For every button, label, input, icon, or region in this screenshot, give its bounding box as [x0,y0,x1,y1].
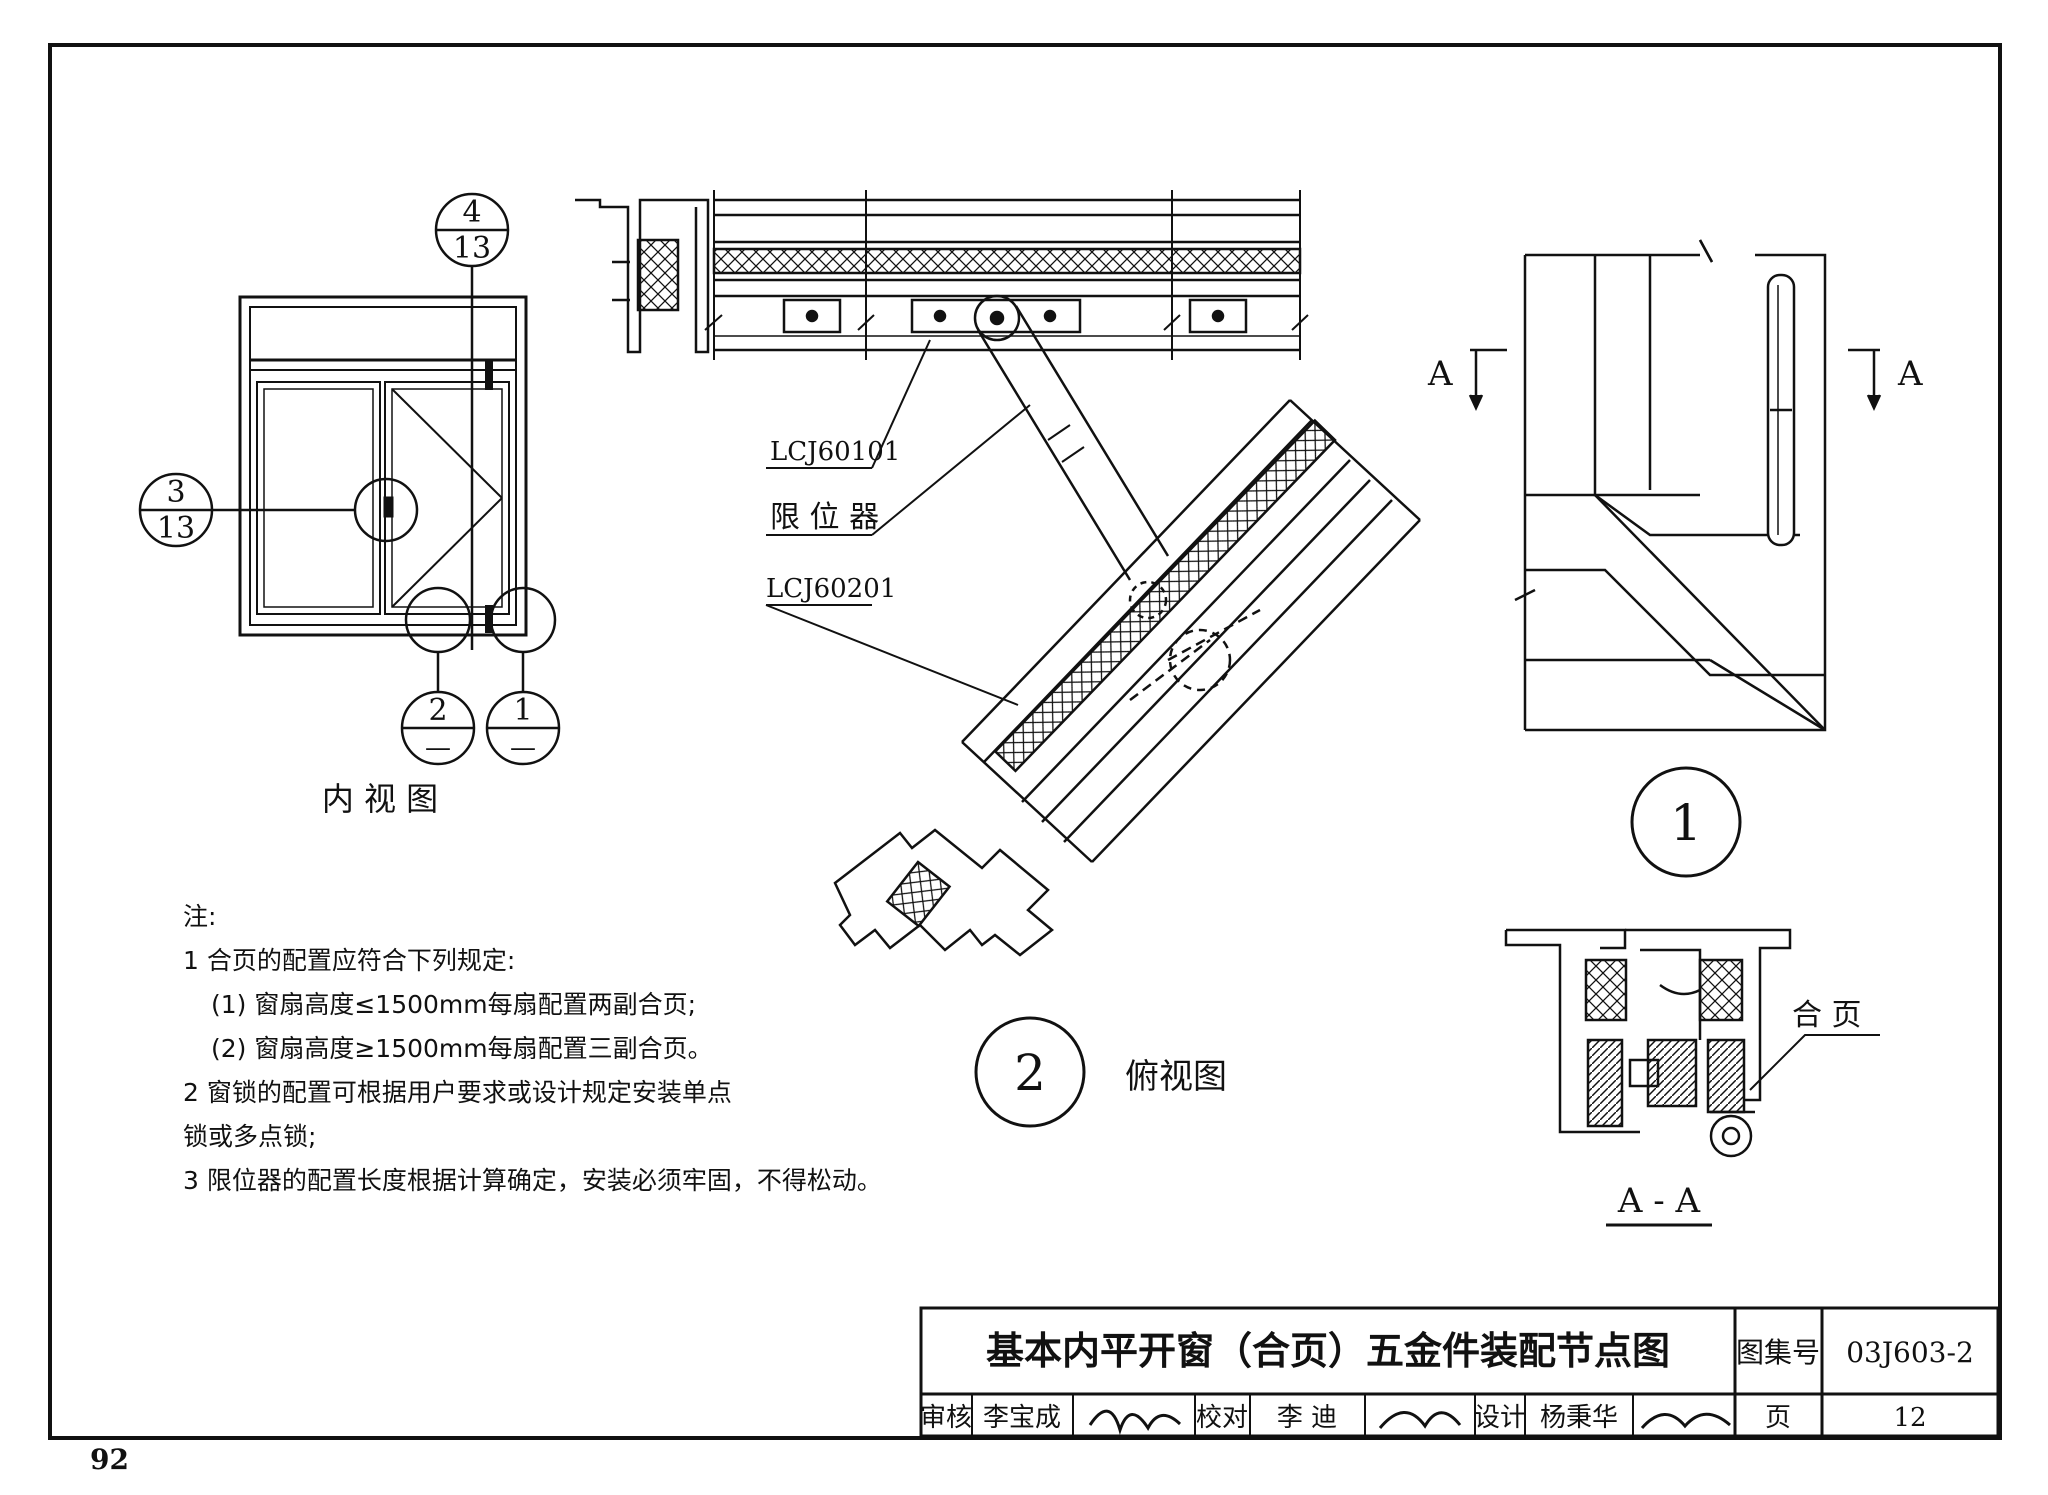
callout-1-number: 1 [513,693,532,728]
callout-4-number: 4 [462,195,481,230]
callout-1-sheet: — [510,733,536,763]
window-elevation [238,295,528,637]
atlas-label: 图集号 [1736,1336,1820,1369]
sheet-border [48,43,2002,1440]
callout-3-sheet: 13 [157,511,195,546]
detail-1-circle [1630,766,1742,878]
plan-view-caption: 俯视图 [1125,1057,1227,1097]
book-page-number: 92 [90,1443,129,1476]
notes-block: 注: 1 合页的配置应符合下列规定: (1) 窗扇高度≤1500mm每扇配置两副… [183,895,883,1203]
note-item: 2 窗锁的配置可根据用户要求或设计规定安装单点 [183,1078,732,1107]
label-lcj60201: LCJ60201 [766,574,896,604]
review-label: 审核 [920,1403,972,1433]
hinge-label: 合 页 [1792,998,1862,1033]
title-block [919,1306,2000,1438]
drawing-title: 基本内平开窗（合页）五金件装配节点图 [986,1328,1670,1373]
check-label: 校对 [1196,1403,1248,1433]
detail-1-drawing [1468,239,1882,732]
label-lcj60101: LCJ60101 [770,437,900,467]
plan-view-drawing [575,190,1421,957]
callout-2-sheet: — [425,733,451,763]
note-item: (1) 窗扇高度≤1500mm每扇配置两副合页; [211,990,697,1019]
section-mark-right: A [1897,354,1923,394]
callout-2-number: 2 [428,693,447,728]
callout-3-number: 3 [166,475,185,510]
note-item: 1 合页的配置应符合下列规定: [183,946,516,975]
designer-name: 杨秉华 [1540,1403,1618,1433]
section-mark-left: A [1427,354,1453,394]
reviewer-name: 李宝成 [983,1403,1061,1433]
notes-heading: 注: [183,902,217,931]
page-number: 12 [1893,1403,1926,1433]
detail-callouts [138,192,561,766]
detail-2-number: 2 [1014,1044,1046,1102]
detail-1-number: 1 [1670,794,1702,852]
section-a-a-drawing [1504,928,1880,1227]
elevation-caption: 内 视 图 [322,780,438,818]
note-item: (2) 窗扇高度≥1500mm每扇配置三副合页。 [211,1034,713,1063]
note-item: 锁或多点锁; [183,1122,317,1151]
atlas-number: 03J603-2 [1846,1336,1974,1369]
section-caption: A - A [1617,1181,1701,1221]
note-item: 3 限位器的配置长度根据计算确定，安装必须牢固，不得松动。 [183,1166,882,1195]
detail-2-circle [974,1016,1086,1128]
page-label: 页 [1765,1403,1791,1433]
design-label: 设计 [1474,1403,1526,1433]
checker-name: 李 迪 [1277,1403,1337,1433]
callout-4-sheet: 13 [453,231,491,266]
signatures [1088,1409,1731,1436]
label-limiter: 限 位 器 [770,500,879,535]
